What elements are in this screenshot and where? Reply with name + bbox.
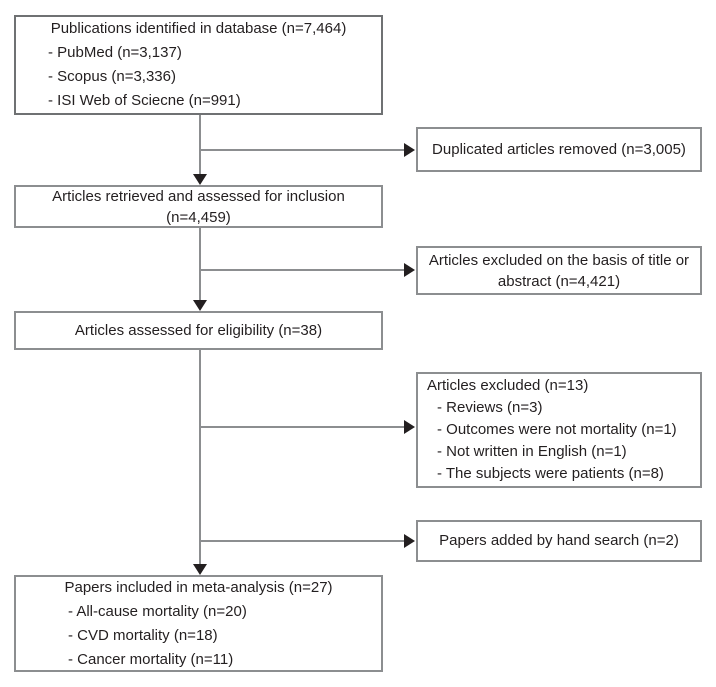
box-excluded-title-abstract-line1: Articles excluded on the basis of title … — [428, 251, 690, 269]
box-papers-item-allcause: - All-cause mortality (n=20) — [68, 602, 247, 620]
box-articles-excluded-item-patients: - The subjects were patients (n=8) — [437, 465, 664, 482]
box-papers-item-cvd: - CVD mortality (n=18) — [68, 626, 218, 644]
arrowhead-down-2-icon — [193, 300, 207, 311]
connector-horizontal-2 — [200, 269, 404, 271]
connector-vertical-1 — [199, 115, 201, 175]
connector-horizontal-3 — [200, 426, 404, 428]
connector-horizontal-4 — [200, 540, 404, 542]
box-articles-excluded: Articles excluded (n=13) - Reviews (n=3)… — [416, 372, 702, 488]
box-hand-search-title: Papers added by hand search (n=2) — [439, 532, 679, 549]
box-publications-item-scopus: - Scopus (n=3,336) — [48, 68, 176, 85]
box-excluded-title-abstract: Articles excluded on the basis of title … — [416, 246, 702, 295]
box-articles-retrieved-line1: Articles retrieved and assessed for incl… — [52, 187, 345, 205]
box-duplicated-removed: Duplicated articles removed (n=3,005) — [416, 127, 702, 172]
box-articles-excluded-item-english: - Not written in English (n=1) — [437, 443, 627, 460]
box-articles-excluded-item-reviews: - Reviews (n=3) — [437, 399, 543, 416]
arrowhead-right-1-icon — [404, 143, 415, 157]
box-duplicated-removed-title: Duplicated articles removed (n=3,005) — [432, 140, 686, 158]
box-publications-item-pubmed: - PubMed (n=3,137) — [48, 44, 182, 61]
box-publications-item-isi: - ISI Web of Sciecne (n=991) — [48, 92, 241, 109]
box-papers-item-cancer: - Cancer mortality (n=11) — [68, 650, 234, 668]
box-articles-eligibility-title: Articles assessed for eligibility (n=38) — [74, 321, 323, 339]
connector-vertical-3 — [199, 350, 201, 565]
arrowhead-right-3-icon — [404, 420, 415, 434]
box-hand-search: Papers added by hand search (n=2) — [416, 520, 702, 562]
box-papers-included-title: Papers included in meta-analysis (n=27) — [64, 578, 333, 596]
box-articles-excluded-title: Articles excluded (n=13) — [427, 377, 589, 394]
box-publications-identified: Publications identified in database (n=7… — [14, 15, 383, 115]
connector-vertical-2 — [199, 228, 201, 301]
arrowhead-down-3-icon — [193, 564, 207, 575]
arrowhead-right-2-icon — [404, 263, 415, 277]
box-papers-included: Papers included in meta-analysis (n=27) … — [14, 575, 383, 672]
arrowhead-down-1-icon — [193, 174, 207, 185]
box-articles-retrieved: Articles retrieved and assessed for incl… — [14, 185, 383, 228]
box-articles-retrieved-line2: (n=4,459) — [166, 208, 231, 226]
box-publications-title: Publications identified in database (n=7… — [50, 20, 347, 37]
box-articles-excluded-item-outcomes: - Outcomes were not mortality (n=1) — [437, 421, 677, 438]
arrowhead-right-4-icon — [404, 534, 415, 548]
connector-horizontal-1 — [200, 149, 404, 151]
box-articles-eligibility: Articles assessed for eligibility (n=38) — [14, 311, 383, 350]
box-excluded-title-abstract-line2: abstract (n=4,421) — [497, 272, 621, 290]
